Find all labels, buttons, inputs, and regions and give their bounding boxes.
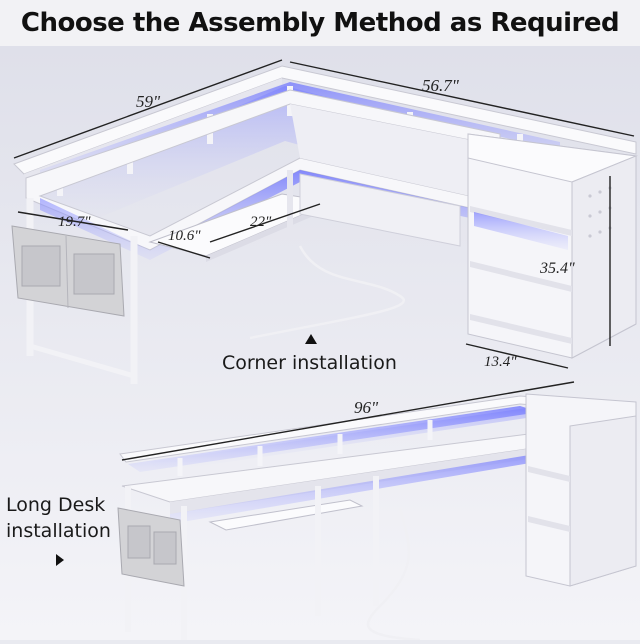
dim-bag: 19.7" xyxy=(58,214,91,230)
dim-width-right: 56.7" xyxy=(422,76,459,95)
long-desk xyxy=(117,381,637,642)
right-triangle-icon xyxy=(56,554,64,566)
long-caption: Long Desk installation xyxy=(6,494,111,542)
page-title: Choose the Assembly Method as Required xyxy=(20,8,620,38)
dim-shelf-depth: 13.4" xyxy=(484,354,517,370)
banner: Choose the Assembly Method as Required xyxy=(0,0,640,47)
product-scene: 59" 56.7" 19.7" 10.6" 22" 35.4" 13.4" Co… xyxy=(0,46,640,642)
dim-keyboard-depth: 10.6" xyxy=(168,228,201,244)
desk-illustration xyxy=(0,46,640,642)
corner-desk xyxy=(11,59,638,384)
dim-shelf-height: 35.4" xyxy=(540,260,575,277)
corner-caption: Corner installation xyxy=(222,352,397,374)
dim-length: 96" xyxy=(354,398,379,417)
dim-width-left: 59" xyxy=(136,92,161,111)
up-triangle-icon xyxy=(305,334,317,344)
dim-keyboard-width: 22" xyxy=(250,214,272,230)
